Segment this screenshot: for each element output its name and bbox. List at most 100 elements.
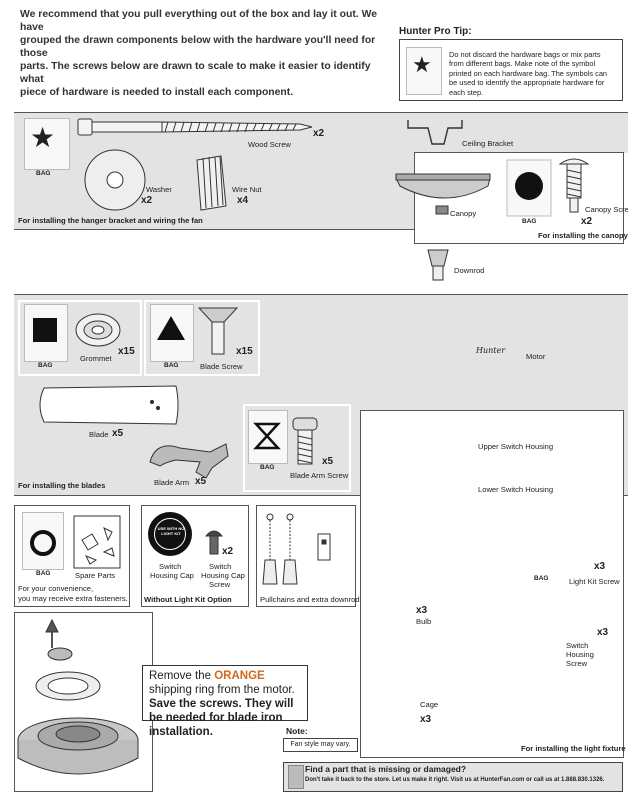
blade-arm-icon bbox=[149, 443, 229, 479]
notice-orange: ORANGE bbox=[214, 670, 265, 682]
switch-housing-cap-ring bbox=[154, 518, 186, 550]
footer-bag-icon bbox=[288, 765, 304, 789]
canopy-bag-icon bbox=[506, 159, 552, 217]
no-light-caption: Without Light Kit Option bbox=[144, 595, 232, 604]
switch-housing-screw-label: Switch Housing Screw bbox=[566, 641, 594, 668]
tip-star-icon: ★ bbox=[412, 52, 432, 77]
cap-label-line: Switch bbox=[159, 562, 182, 571]
blades-caption: For installing the blades bbox=[18, 481, 106, 490]
footer-box bbox=[283, 762, 623, 792]
footer-text: Don't take it back to the store. Let us … bbox=[305, 777, 605, 783]
hanger-bag-icon bbox=[24, 118, 70, 170]
bulb-label: Bulb bbox=[416, 617, 432, 626]
extra-downrod-icon bbox=[317, 533, 331, 561]
canopy-bag-label: BAG bbox=[522, 218, 537, 225]
grommet-icon bbox=[75, 313, 121, 347]
lower-switch-housing-label: Lower Switch Housing bbox=[478, 485, 554, 494]
wood-screw-label: Wood Screw bbox=[248, 140, 291, 149]
blade-arm-bag-label: BAG bbox=[260, 464, 275, 471]
bulb-count: x3 bbox=[416, 605, 428, 616]
blade-screw-group bbox=[144, 300, 260, 376]
circle-symbol-icon bbox=[515, 172, 543, 200]
motor-label: Motor bbox=[526, 352, 546, 361]
light-bag-label: BAG bbox=[534, 575, 549, 582]
blade-screw-icon bbox=[197, 307, 239, 355]
triangle-symbol-icon bbox=[157, 316, 185, 340]
canopy-screw-count: x2 bbox=[581, 216, 593, 227]
cap-screw-label-line: Screw bbox=[209, 580, 231, 589]
cap-screw-label-line: Switch bbox=[209, 562, 232, 571]
pro-tip-heading: Hunter Pro Tip: bbox=[399, 26, 472, 37]
note-text: Fan style may vary. bbox=[283, 738, 358, 752]
cage-count: x3 bbox=[420, 714, 432, 725]
blade-screw-count: x15 bbox=[236, 346, 253, 357]
right-upper-gray bbox=[414, 112, 628, 153]
cap-screw-label-line: Housing Cap bbox=[201, 571, 245, 580]
notice-pre: Remove the bbox=[149, 670, 215, 682]
hourglass-symbol-icon bbox=[253, 422, 281, 450]
light-caption: For installing the light fixture bbox=[521, 744, 626, 753]
convenience-line: For your convenience, bbox=[18, 584, 94, 593]
blade-screw-bag-label: BAG bbox=[164, 362, 179, 369]
spare-parts-label: Spare Parts bbox=[75, 571, 116, 580]
switch-housing-cap-screw-icon bbox=[204, 530, 224, 555]
blade-arm-screw-count: x5 bbox=[322, 456, 334, 467]
note-heading: Note: bbox=[286, 726, 308, 736]
intro-line: grouped the drawn components below with … bbox=[20, 35, 376, 59]
blade-arm-screw-icon bbox=[292, 417, 318, 465]
notice-mid: shipping ring from the motor. bbox=[149, 684, 295, 696]
notice-bold: Save the screws. They will be needed for… bbox=[149, 698, 294, 738]
blade-label: Blade bbox=[89, 430, 109, 439]
wood-screw-icon bbox=[77, 118, 313, 136]
grommet-group bbox=[18, 300, 142, 376]
grommet-bag-label: BAG bbox=[38, 362, 53, 369]
washer-count: x2 bbox=[141, 195, 153, 206]
blade-arm-screw-group bbox=[243, 404, 351, 492]
blade-arm-label: Blade Arm bbox=[154, 478, 190, 487]
light-fixture-box bbox=[360, 410, 624, 758]
spare-bag-label: BAG bbox=[36, 570, 51, 577]
downrod-label: Downrod bbox=[454, 266, 485, 275]
cap-label-line: Housing Cap bbox=[150, 571, 194, 580]
ceiling-bracket-icon bbox=[407, 120, 463, 145]
intro-line: parts. The screws below are drawn to sca… bbox=[20, 61, 371, 85]
intro-line: piece of hardware is needed to install e… bbox=[20, 87, 294, 98]
grommet-count: x15 bbox=[118, 346, 135, 357]
canopy-caption: For installing the canopy bbox=[538, 231, 628, 240]
washer-icon bbox=[84, 149, 146, 211]
pullchain-box bbox=[256, 505, 356, 607]
blade-arm-count: x5 bbox=[195, 476, 207, 487]
switch-housing-screw-count: x3 bbox=[597, 627, 609, 638]
upper-switch-housing-label: Upper Switch Housing bbox=[478, 442, 554, 451]
spare-parts-icon bbox=[73, 515, 121, 569]
wire-nut-icon bbox=[196, 155, 227, 211]
wood-screw-count: x2 bbox=[313, 128, 325, 139]
canopy-screw-label: Canopy Screw bbox=[585, 205, 628, 214]
wire-nut-count: x4 bbox=[237, 195, 249, 206]
intro-text: We recommend that you pull everything ou… bbox=[20, 8, 380, 99]
canopy-label: Canopy bbox=[450, 209, 477, 218]
cage-label: Cage bbox=[420, 700, 439, 709]
tip-bag-icon bbox=[406, 47, 442, 95]
intro-line: We recommend that you pull everything ou… bbox=[20, 9, 377, 33]
hanger-bag-label: BAG bbox=[36, 170, 51, 177]
blade-count: x5 bbox=[112, 428, 124, 439]
ring-symbol-icon bbox=[30, 530, 56, 556]
pullchain-icon bbox=[262, 513, 298, 585]
star-icon: ★ bbox=[30, 122, 56, 153]
wire-nut-label: Wire Nut bbox=[232, 185, 262, 194]
shipping-ring-icon bbox=[35, 618, 101, 701]
cap-text: USE WITH NO LIGHT KIT bbox=[157, 526, 185, 536]
blade-arm-screw-label: Blade Arm Screw bbox=[290, 471, 349, 480]
pullchain-caption: Pullchains and extra downrod bbox=[260, 595, 360, 604]
cap-screw-count: x2 bbox=[222, 546, 234, 557]
light-kit-screw-count: x3 bbox=[594, 561, 606, 572]
canopy-screw-icon bbox=[558, 158, 590, 213]
